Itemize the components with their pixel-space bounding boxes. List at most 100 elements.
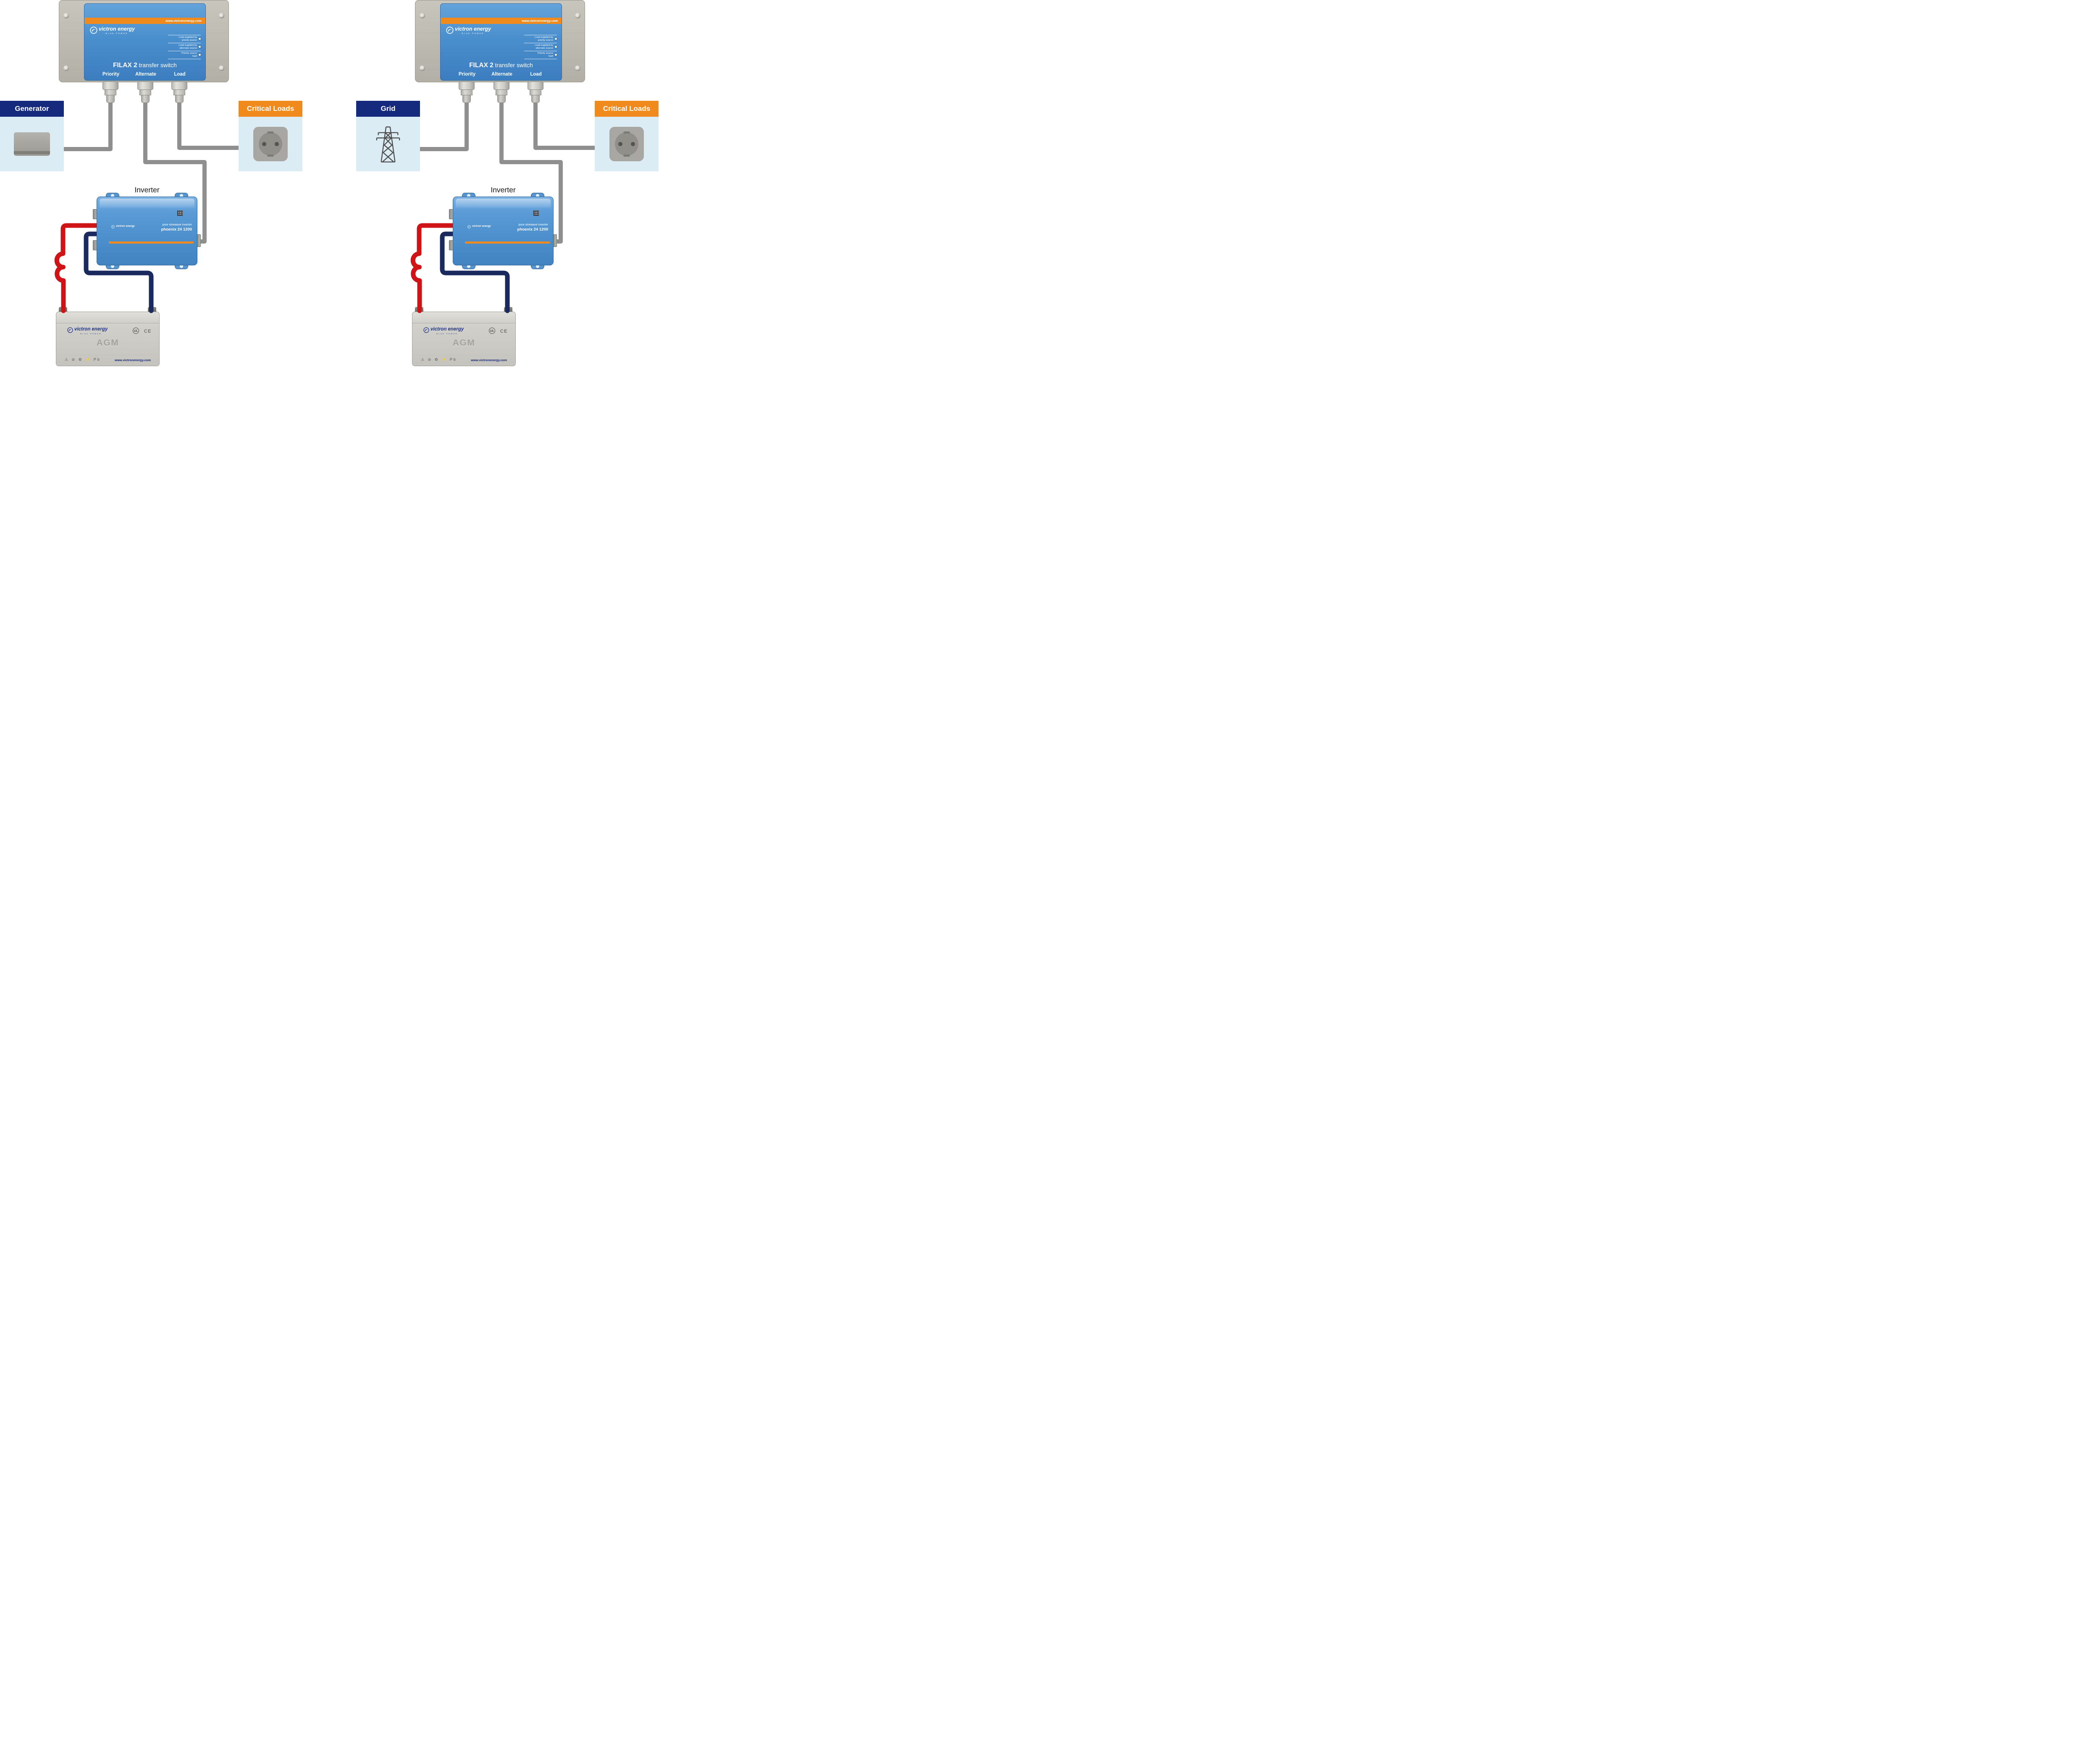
battery-body: victron energy BLUE POWER UL CE AGM ⚠ ⊘ …: [412, 312, 516, 366]
inverter-orange-stripe: [109, 241, 194, 244]
brand-name: victron energy: [455, 26, 491, 32]
battery-type-label: AGM: [96, 338, 119, 348]
cable-gland-alternate: [137, 81, 153, 103]
filax-title: FILAX 2 transfer switch: [113, 62, 177, 69]
inverter-body: victron energy pure sinewave inverter ph…: [453, 197, 554, 265]
victron-swirl-icon: [67, 327, 73, 333]
ce-mark: CE: [144, 329, 152, 334]
socket-icon: [609, 127, 644, 161]
qr-code-icon: [533, 210, 539, 216]
socket-circle: [259, 131, 282, 157]
cable-gland-alternate: [494, 81, 509, 103]
brand-tagline: BLUE POWER: [105, 32, 128, 34]
battery-safety-icons: ⚠ ⊘ ♻ ⚡ Pb: [421, 357, 457, 362]
led-label: priority source: [538, 39, 553, 42]
cable-gland-priority: [459, 81, 475, 103]
led-label: Load supplied by: [178, 44, 197, 47]
victron-logo: victron energy BLUE POWER: [446, 26, 491, 34]
source-label: Grid: [381, 105, 396, 113]
led-row: Load supplied by priority source: [524, 35, 557, 43]
filax-website-stripe: www.victronenergy.com: [84, 18, 205, 24]
source-label: Generator: [15, 105, 49, 113]
screw-hole: [575, 66, 580, 71]
victron-logo: victron energy BLUE POWER: [423, 327, 464, 335]
battery-safety-icons: ⚠ ⊘ ♻ ⚡ Pb: [65, 357, 101, 362]
screw-hole: [420, 13, 425, 18]
cable-gland-priority: [102, 81, 118, 103]
led-label: priority source: [181, 39, 197, 42]
led-row: Load supplied by alternate source: [524, 43, 557, 51]
screw-hole: [63, 13, 69, 18]
screw-hole: [63, 66, 69, 71]
led-dot: [555, 54, 557, 56]
led-label: Priority source: [537, 52, 553, 55]
led-dot: [199, 38, 201, 40]
socket-earth-clip: [267, 155, 274, 157]
inverter-description: pure sinewave inverter: [162, 223, 192, 226]
ul-mark: UL: [489, 328, 495, 334]
brand-tagline: BLUE POWER: [80, 332, 102, 335]
phoenix-inverter: victron energy pure sinewave inverter ph…: [449, 193, 557, 269]
critical-loads-box: [595, 117, 659, 171]
inverter-body: victron energy pure sinewave inverter ph…: [97, 197, 197, 265]
inverter-top-face: [456, 199, 551, 208]
victron-logo: victron energy: [111, 225, 135, 228]
led-label: Load supplied by: [178, 36, 197, 39]
battery-cable-positive: [54, 223, 102, 313]
wiring-diagram-canvas: Generator Critical Loads: [0, 0, 659, 366]
socket-circle: [615, 131, 638, 157]
led-label: Load supplied by: [535, 44, 553, 47]
port-label-alternate: Alternate: [491, 72, 512, 77]
battery-body: victron energy BLUE POWER UL CE AGM ⚠ ⊘ …: [56, 312, 160, 366]
victron-swirl-icon: [446, 26, 454, 34]
led-dot: [199, 46, 201, 48]
brand-name: victron energy: [99, 26, 135, 32]
led-label: Load supplied by: [535, 36, 553, 39]
screw-hole: [219, 66, 224, 71]
inverter-top-face: [100, 199, 194, 208]
port-label-load: Load: [174, 72, 186, 77]
victron-logo: victron energy BLUE POWER: [90, 26, 135, 34]
brand-name: victron energy: [472, 225, 491, 228]
socket-earth-clip: [623, 131, 630, 134]
led-row: Load supplied by priority source: [168, 35, 201, 43]
led-label: alternate source: [179, 47, 197, 50]
generator-icon: [14, 132, 50, 156]
led-indicator-panel: Load supplied by priority source Load su…: [168, 35, 201, 59]
inverter-orange-stripe: [465, 241, 550, 244]
source-banner: Grid: [356, 101, 420, 117]
led-label: fault: [549, 55, 553, 58]
socket-icon: [253, 127, 288, 161]
victron-logo: victron energy BLUE POWER: [67, 327, 108, 335]
victron-swirl-icon: [467, 225, 471, 228]
port-label-alternate: Alternate: [135, 72, 156, 77]
inverter-description: pure sinewave inverter: [518, 223, 548, 226]
ul-mark: UL: [133, 328, 139, 334]
phoenix-inverter: victron energy pure sinewave inverter ph…: [93, 193, 201, 269]
socket-hole: [631, 142, 635, 146]
agm-battery: victron energy BLUE POWER UL CE AGM ⚠ ⊘ …: [412, 307, 516, 366]
victron-swirl-icon: [111, 225, 115, 228]
led-dot: [555, 38, 557, 40]
critical-loads-banner: Critical Loads: [239, 101, 302, 117]
brand-tagline: BLUE POWER: [436, 332, 458, 335]
priority-wire: [64, 100, 113, 151]
inverter-label: Inverter: [134, 186, 160, 194]
cable-gland-load: [171, 81, 187, 103]
battery-website: www.victronenergy.com: [115, 358, 151, 362]
diagram-generator: Generator Critical Loads: [0, 0, 319, 366]
port-label-priority: Priority: [458, 72, 476, 77]
led-row: Load supplied by alternate source: [168, 43, 201, 51]
filax-title: FILAX 2 transfer switch: [469, 62, 533, 69]
critical-loads-box: [239, 117, 302, 171]
source-box: [0, 117, 64, 171]
battery-type-label: AGM: [452, 338, 475, 348]
socket-hole: [618, 142, 622, 146]
socket-hole: [262, 142, 266, 146]
inverter-label: Inverter: [491, 186, 516, 194]
screw-hole: [575, 13, 580, 18]
led-dot: [555, 46, 557, 48]
led-label: fault: [192, 55, 197, 58]
port-label-load: Load: [530, 72, 542, 77]
socket-hole: [275, 142, 279, 146]
